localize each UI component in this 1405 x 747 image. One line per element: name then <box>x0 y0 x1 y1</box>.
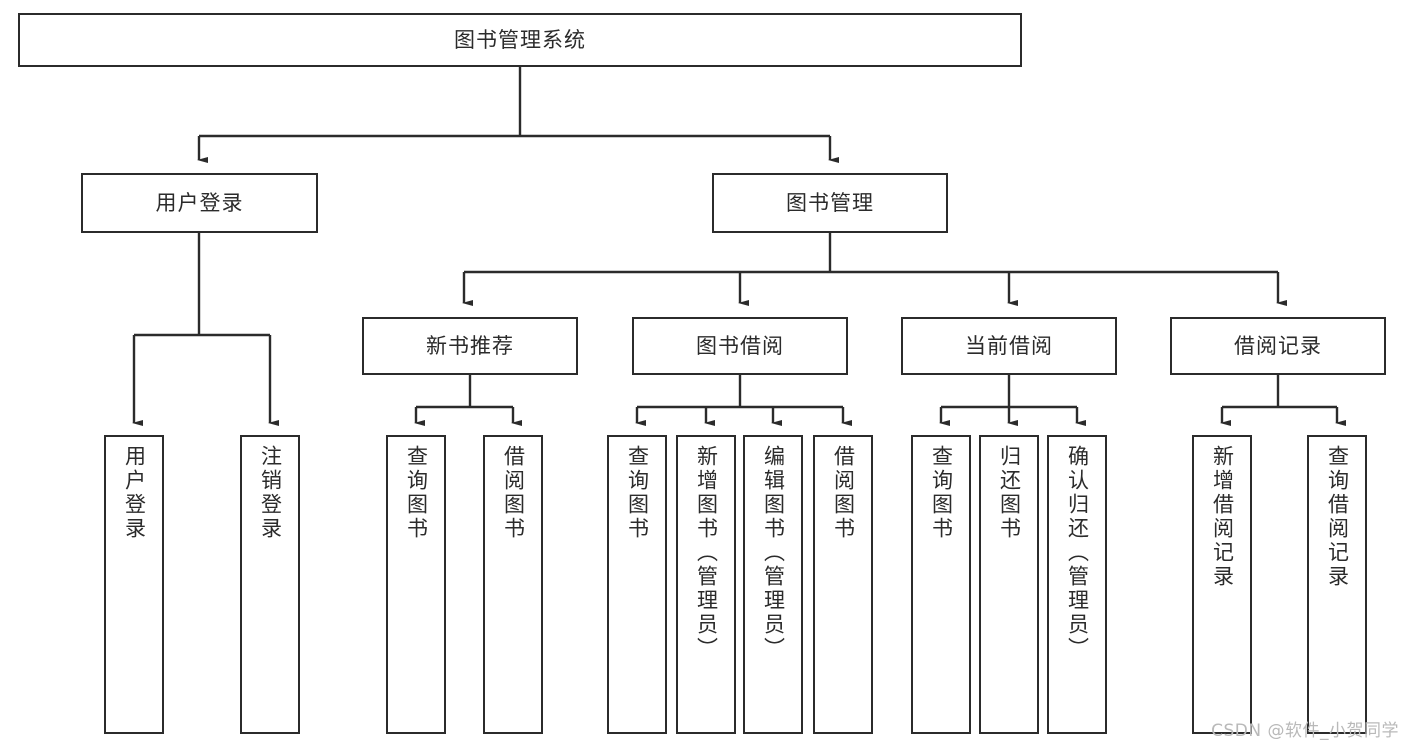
node-new-book-recommend-label: 新书推荐 <box>426 333 514 358</box>
node-book-borrow[interactable]: 图书借阅 <box>632 317 848 375</box>
node-leaf-borrow-book-2[interactable]: 借阅图书 <box>813 435 873 734</box>
node-root[interactable]: 图书管理系统 <box>18 13 1022 67</box>
node-book-management[interactable]: 图书管理 <box>712 173 948 233</box>
node-leaf-query-book-2[interactable]: 查询图书 <box>607 435 667 734</box>
node-leaf-add-book[interactable]: 新增图书（管理员） <box>676 435 736 734</box>
watermark-text: CSDN @软件_小贺同学 <box>1211 721 1399 741</box>
node-leaf-logout-login[interactable]: 注销登录 <box>240 435 300 734</box>
node-borrow-record-label: 借阅记录 <box>1234 333 1322 358</box>
node-new-book-recommend[interactable]: 新书推荐 <box>362 317 578 375</box>
node-leaf-edit-book-label: 编辑图书（管理员） <box>761 445 786 661</box>
node-leaf-query-book-3-label: 查询图书 <box>929 445 954 541</box>
node-leaf-query-record[interactable]: 查询借阅记录 <box>1307 435 1367 734</box>
node-book-borrow-label: 图书借阅 <box>696 333 784 358</box>
node-leaf-edit-book[interactable]: 编辑图书（管理员） <box>743 435 803 734</box>
node-leaf-add-record[interactable]: 新增借阅记录 <box>1192 435 1252 734</box>
node-leaf-return-book-label: 归还图书 <box>997 445 1022 541</box>
node-leaf-user-login[interactable]: 用户登录 <box>104 435 164 734</box>
node-leaf-borrow-book-2-label: 借阅图书 <box>831 445 856 541</box>
node-user-login-label: 用户登录 <box>155 190 244 215</box>
node-book-management-label: 图书管理 <box>786 190 874 215</box>
node-current-borrow[interactable]: 当前借阅 <box>901 317 1117 375</box>
node-leaf-query-book-2-label: 查询图书 <box>625 445 650 541</box>
node-leaf-add-book-label: 新增图书（管理员） <box>694 445 719 661</box>
node-leaf-query-book-1-label: 查询图书 <box>404 445 429 541</box>
node-leaf-return-book[interactable]: 归还图书 <box>979 435 1039 734</box>
node-leaf-user-login-label: 用户登录 <box>122 445 147 541</box>
node-leaf-query-book-3[interactable]: 查询图书 <box>911 435 971 734</box>
node-borrow-record[interactable]: 借阅记录 <box>1170 317 1386 375</box>
node-leaf-add-record-label: 新增借阅记录 <box>1210 445 1235 589</box>
node-leaf-borrow-book-1-label: 借阅图书 <box>501 445 526 541</box>
node-user-login[interactable]: 用户登录 <box>81 173 318 233</box>
node-root-label: 图书管理系统 <box>454 27 586 52</box>
node-leaf-confirm-return[interactable]: 确认归还（管理员） <box>1047 435 1107 734</box>
node-leaf-logout-login-label: 注销登录 <box>258 445 283 541</box>
node-leaf-confirm-return-label: 确认归还（管理员） <box>1065 445 1090 661</box>
node-leaf-borrow-book-1[interactable]: 借阅图书 <box>483 435 543 734</box>
node-leaf-query-record-label: 查询借阅记录 <box>1325 445 1350 589</box>
node-current-borrow-label: 当前借阅 <box>965 333 1053 358</box>
node-leaf-query-book-1[interactable]: 查询图书 <box>386 435 446 734</box>
